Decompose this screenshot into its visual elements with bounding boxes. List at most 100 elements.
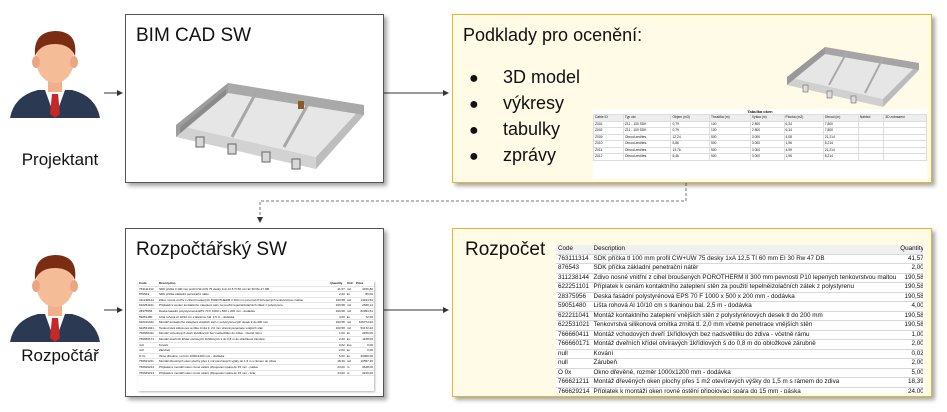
budget-table-cell: Příplatek k cenám kontaktního zateplení … [591,282,899,293]
budget-sw-table-cell: 0,02 [329,342,346,349]
budget-table-cell: 2,00 [898,358,923,369]
budget-sw-table-cell: 2,00 [329,336,346,343]
budget-sw-table-cell: 28375956 [138,308,158,315]
budget-table-header-cell: Quantity [898,245,923,255]
budget-sw-table-cell: 4,00 [329,314,346,321]
budget-table-cell: 5,00 [898,368,923,378]
budget-sw-table-cell: 622531021 [138,325,158,332]
budget-sw-table-cell: null [138,342,158,349]
estimator-figure [0,238,110,348]
inputs-item: ●3D model [469,67,581,87]
budget-sw-table-cell: m2 [345,302,356,309]
budget-table-cell: 2,00 [898,339,923,350]
budget-table-cell: 190,58 [898,292,923,302]
budget-sw-table-header-cell: Quantity [329,281,346,287]
budget-sw-table-cell: m [345,364,356,371]
window-table-cell: 8,214 [822,153,859,161]
window-table-cell: Z001 [593,120,624,128]
window-table-cell [857,120,885,128]
budget-sw-table-cell: m2 [345,358,356,365]
budget-table-cell: 41,57 [898,254,923,264]
budget-sw-table-cell: 766660171 [138,336,158,343]
budget-table-cell: null [556,349,592,359]
budget-sw-table-cell: Montáž dveřních křídel otvíravých 1křídl… [157,336,330,343]
budget-sw-table-cell: m2 [345,297,356,304]
budget-table-cell: 18,39 [898,377,923,388]
budget-sw-table-cell: ks [345,353,356,360]
budget-sw-table-cell: m2 [345,325,356,332]
budget-sw-table-cell: 30000,00 [355,353,374,360]
bim-cad-box: BIM CAD SW [125,14,384,183]
budget-sw-table-cell: Montáž dřevěných oken plochy přes 1 m2 o… [157,358,330,365]
budget-sw-table-cell: Lišta rohová Al 10/10 cm s tkaninou bal.… [157,314,330,321]
window-table-cell: 5,46 [670,153,710,161]
budget-sw-table-cell: 190,58 [329,297,346,304]
window-table-header-cell: Náhled [857,114,885,122]
budget-table-cell: null [556,358,592,369]
budget-sw-table-cell: 766621211 [138,358,158,365]
budget-table-header-cell: Description [591,245,899,255]
budget-table-cell: SDK příčka základní penetrační nátěr [591,263,899,274]
budget-sw-table-cell: 766660411 [138,330,158,337]
budget-sw-table-cell: 18,39 [329,358,346,365]
budget-table-cell: 311238144 [556,273,592,283]
budget-table-header-cell: Code [556,245,592,255]
budget-table-cell: 0,02 [898,349,923,359]
window-table-cell: 500 [708,153,751,161]
budget-table-cell: 2,00 [898,263,923,274]
budget-sw-table-cell: 622251101 [138,302,158,309]
budget-sw-table-cell: 2459,00 [355,330,374,337]
budget-sw-table-header-cell: Description [157,281,330,287]
budget-table-cell: O 0x [556,368,592,378]
inputs-item: ●zprávy [469,145,557,165]
window-table-cell: 100 [708,120,751,128]
budget-table-cell: Zdivo nosné vnitřní z cihel broušených P… [591,273,899,283]
budget-sw-table-cell: 59051480 [138,314,158,321]
window-table-cell: 3 000 [749,153,785,161]
person-icon [10,255,100,342]
budget-sw-table-cell: 2,00 [329,291,346,298]
budget-table-cell: SDK příčka tl 100 mm profil CW+UW 75 des… [591,254,899,264]
budget-sw-table-cell: 190,58 [329,308,346,315]
budget-table-cell: Okno dřevěné, rozměr 1000x1200 mm - dodá… [591,368,899,378]
budget-sw-table-cell: null [138,347,158,354]
budget-table-cell: Kování [591,349,899,359]
budget-sw-table-header-cell: Code [138,281,158,287]
budget-table-cell: 766621211 [556,377,592,388]
budget-sw-table-cell: 72,00 [355,314,374,321]
budget-table-cell: Montáž vchodových dveří 1křídlových bez … [591,330,899,340]
window-table-cell: 1,96 [783,153,824,161]
budget-sw-table-cell: kus [345,342,356,349]
budget-table-cell: 190,58 [898,311,923,321]
budget-sw-table-cell: SDK příčka tl 100 mm profil CW+UW 75 des… [157,286,330,293]
tiny-table-title: Tabulka oken [747,109,773,114]
budget-table-cell: 622251101 [556,282,592,293]
budget-table-cell: 4,00 [898,301,923,312]
budget-sw-table-cell: 83093,51 [355,308,374,315]
building-3d-model [176,83,364,170]
budget-table-cell: 763111314 [556,254,592,264]
window-table-header-cell: 3D zobrazení [883,114,927,122]
budget-title: Rozpočet [465,239,546,260]
window-table-header-cell: Typ okr. [622,114,672,122]
